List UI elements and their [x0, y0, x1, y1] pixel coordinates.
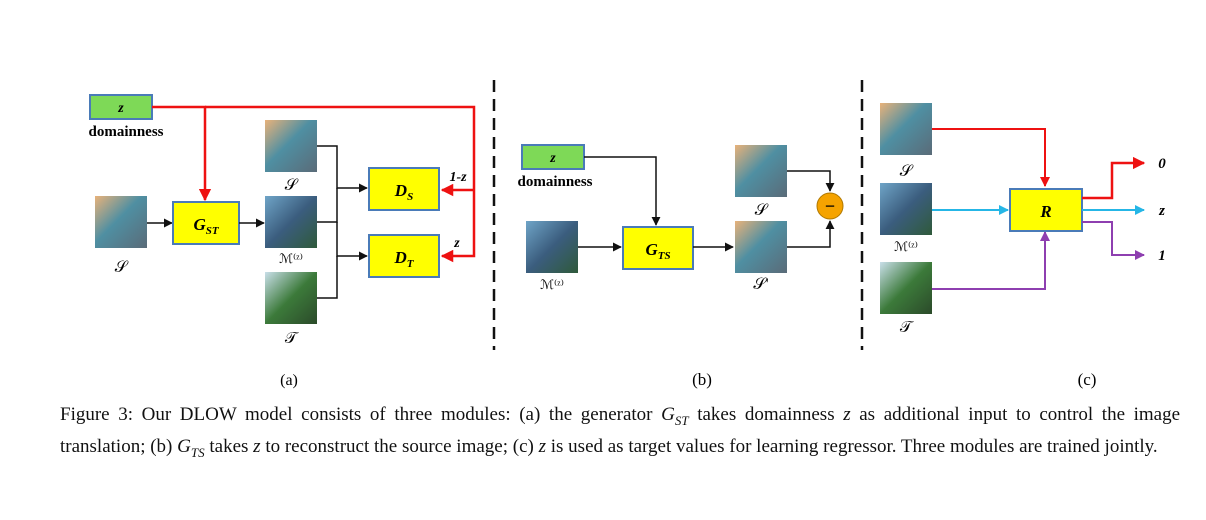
z-line-to-generator — [152, 105, 212, 202]
output-0-label: 0 — [1158, 156, 1166, 172]
domainness-caption-b: domainness — [517, 174, 592, 190]
image-s-a — [265, 120, 317, 172]
caption-gst-base: G — [661, 404, 675, 425]
discriminator-ds-label: DS — [394, 181, 413, 203]
z-line-to-gts — [584, 156, 661, 226]
source-image-a — [95, 196, 147, 248]
image-s-c — [880, 103, 932, 155]
panel-a: z domainness 1-z z 𝒮 GST 𝒮 ℳ⁽ᶻ⁾ 𝒯 DS DT — [88, 94, 476, 389]
caption-gts-sub: TS — [190, 444, 205, 460]
connector-m-to-ds — [317, 188, 338, 223]
source-image-label-a: 𝒮 — [115, 259, 129, 276]
caption-part5: to reconstruct the source image; (c) — [265, 435, 534, 457]
output-z-label: z — [1158, 203, 1165, 219]
image-s-label-b: 𝒮 — [755, 202, 769, 219]
red-output-line — [1082, 156, 1146, 200]
z-box-text-a: z — [117, 101, 124, 116]
panel-c: 𝒮 ℳ⁽ᶻ⁾ 𝒯 R 0 z 1 (c) — [880, 103, 1166, 389]
discriminator-dt-label: DT — [393, 248, 414, 270]
generator-gst-box — [172, 201, 240, 245]
minus-symbol: − — [825, 196, 835, 216]
output-1-label: 1 — [1158, 248, 1166, 264]
connector-s-to-ds — [317, 145, 368, 193]
image-m-label-a: ℳ⁽ᶻ⁾ — [279, 251, 303, 266]
connector-s2-to-minus — [787, 220, 835, 248]
z-edge-label: z — [453, 236, 460, 251]
caption-z1: z — [843, 404, 851, 425]
image-m-c — [880, 183, 932, 235]
caption-gts: GTS — [177, 435, 205, 460]
z-input-box-a — [89, 94, 153, 120]
image-m-label-c: ℳ⁽ᶻ⁾ — [894, 239, 918, 254]
caption-gst: GST — [661, 404, 689, 428]
caption-part2: takes domainness — [697, 404, 835, 425]
image-s-label-c: 𝒮 — [900, 163, 914, 180]
regressor-label: R — [1039, 202, 1051, 221]
image-t-c — [880, 262, 932, 314]
caption-gst-sub: ST — [674, 412, 689, 428]
connector-t-to-dt — [317, 256, 338, 299]
image-s-b — [735, 145, 787, 197]
discriminator-ds-box — [368, 167, 440, 211]
connector-s-to-minus — [787, 170, 835, 192]
caption-z3: z — [538, 435, 546, 457]
generator-gts-box — [622, 226, 694, 270]
image-t-label-a: 𝒯 — [285, 330, 300, 347]
caption-part3: as additional input to control the image… — [60, 404, 1181, 457]
purple-output-line — [1082, 221, 1145, 260]
image-t-label-c: 𝒯 — [900, 319, 915, 336]
purple-input-line — [932, 231, 1050, 290]
caption-prefix: Figure 3: Our DLOW model consists of thr… — [60, 404, 653, 425]
generator-gst-label: GST — [193, 215, 219, 237]
z-input-box-b — [521, 144, 585, 170]
panel-b-label: (b) — [692, 370, 712, 389]
connector-m-to-dt — [336, 222, 368, 261]
domainness-caption-a: domainness — [88, 124, 163, 140]
minus-operator — [816, 192, 844, 220]
image-m-a — [265, 196, 317, 248]
image-m-b — [526, 221, 578, 273]
figure-caption: Figure 3: Our DLOW model consists of thr… — [60, 402, 1180, 466]
one-minus-z-label: 1-z — [449, 170, 467, 185]
image-t-a — [265, 272, 317, 324]
discriminator-dt-box — [368, 234, 440, 278]
panel-b: z domainness ℳ⁽ᶻ⁾ GTS 𝒮 𝒮' − (b) — [517, 144, 844, 389]
image-m-label-b: ℳ⁽ᶻ⁾ — [540, 277, 564, 292]
image-s2-b — [735, 221, 787, 273]
caption-gts-base: G — [177, 435, 191, 457]
image-s2-label-b: 𝒮' — [753, 276, 768, 293]
generator-gts-label: GTS — [645, 240, 670, 262]
image-s-label-a: 𝒮 — [285, 177, 299, 194]
z-box-text-b: z — [549, 151, 556, 166]
caption-part4: takes — [209, 435, 249, 457]
caption-z2: z — [253, 435, 261, 457]
dlow-diagram: z domainness 1-z z 𝒮 GST 𝒮 ℳ⁽ᶻ⁾ 𝒯 DS DT — [88, 80, 1166, 389]
panel-c-label: (c) — [1078, 370, 1097, 389]
z-line-right-branch — [205, 105, 476, 263]
red-input-line — [932, 128, 1050, 187]
panel-a-label: (a) — [280, 372, 298, 389]
caption-part6: is used as target values for learning re… — [550, 435, 1158, 457]
